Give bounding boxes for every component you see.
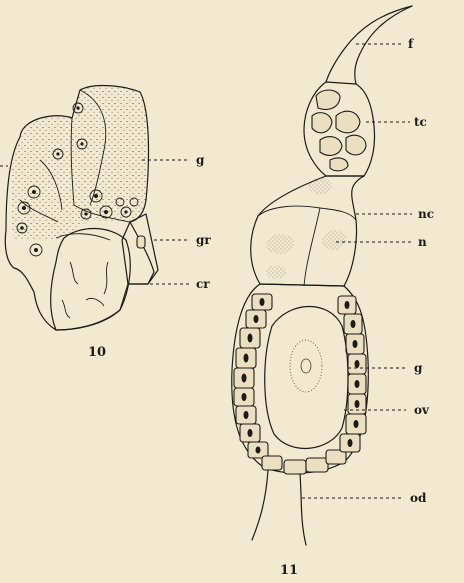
fig11-label-ov: ov	[414, 403, 430, 417]
fig11-germinal-vesicle	[290, 340, 322, 392]
fig10-crop-folds	[62, 262, 108, 318]
fig11-label-n: n	[418, 235, 427, 249]
fig10-number: 10	[88, 345, 106, 360]
fig11-oocyte	[265, 307, 348, 449]
fig11-label-nc: nc	[418, 207, 434, 221]
fig10-label-gr: gr	[196, 233, 211, 247]
fig11-label-g: g	[414, 361, 423, 375]
fig11-label-tc: tc	[414, 115, 427, 129]
fig11-label-f: f	[408, 37, 414, 51]
fig11-number: 11	[280, 563, 298, 578]
fig10-crop-chamber	[51, 228, 131, 330]
fig10-label-cr: cr	[196, 277, 210, 291]
figure-11: f tc nc n g ov od 11	[232, 6, 434, 578]
fig11-label-od: od	[410, 491, 427, 505]
fig11-terminal-cells	[312, 90, 366, 171]
figure-10: g gr cr 10	[0, 86, 211, 360]
fig11-follicle-cells	[234, 294, 366, 474]
fig10-label-g: g	[196, 153, 205, 167]
fig11-oviduct	[252, 470, 306, 545]
